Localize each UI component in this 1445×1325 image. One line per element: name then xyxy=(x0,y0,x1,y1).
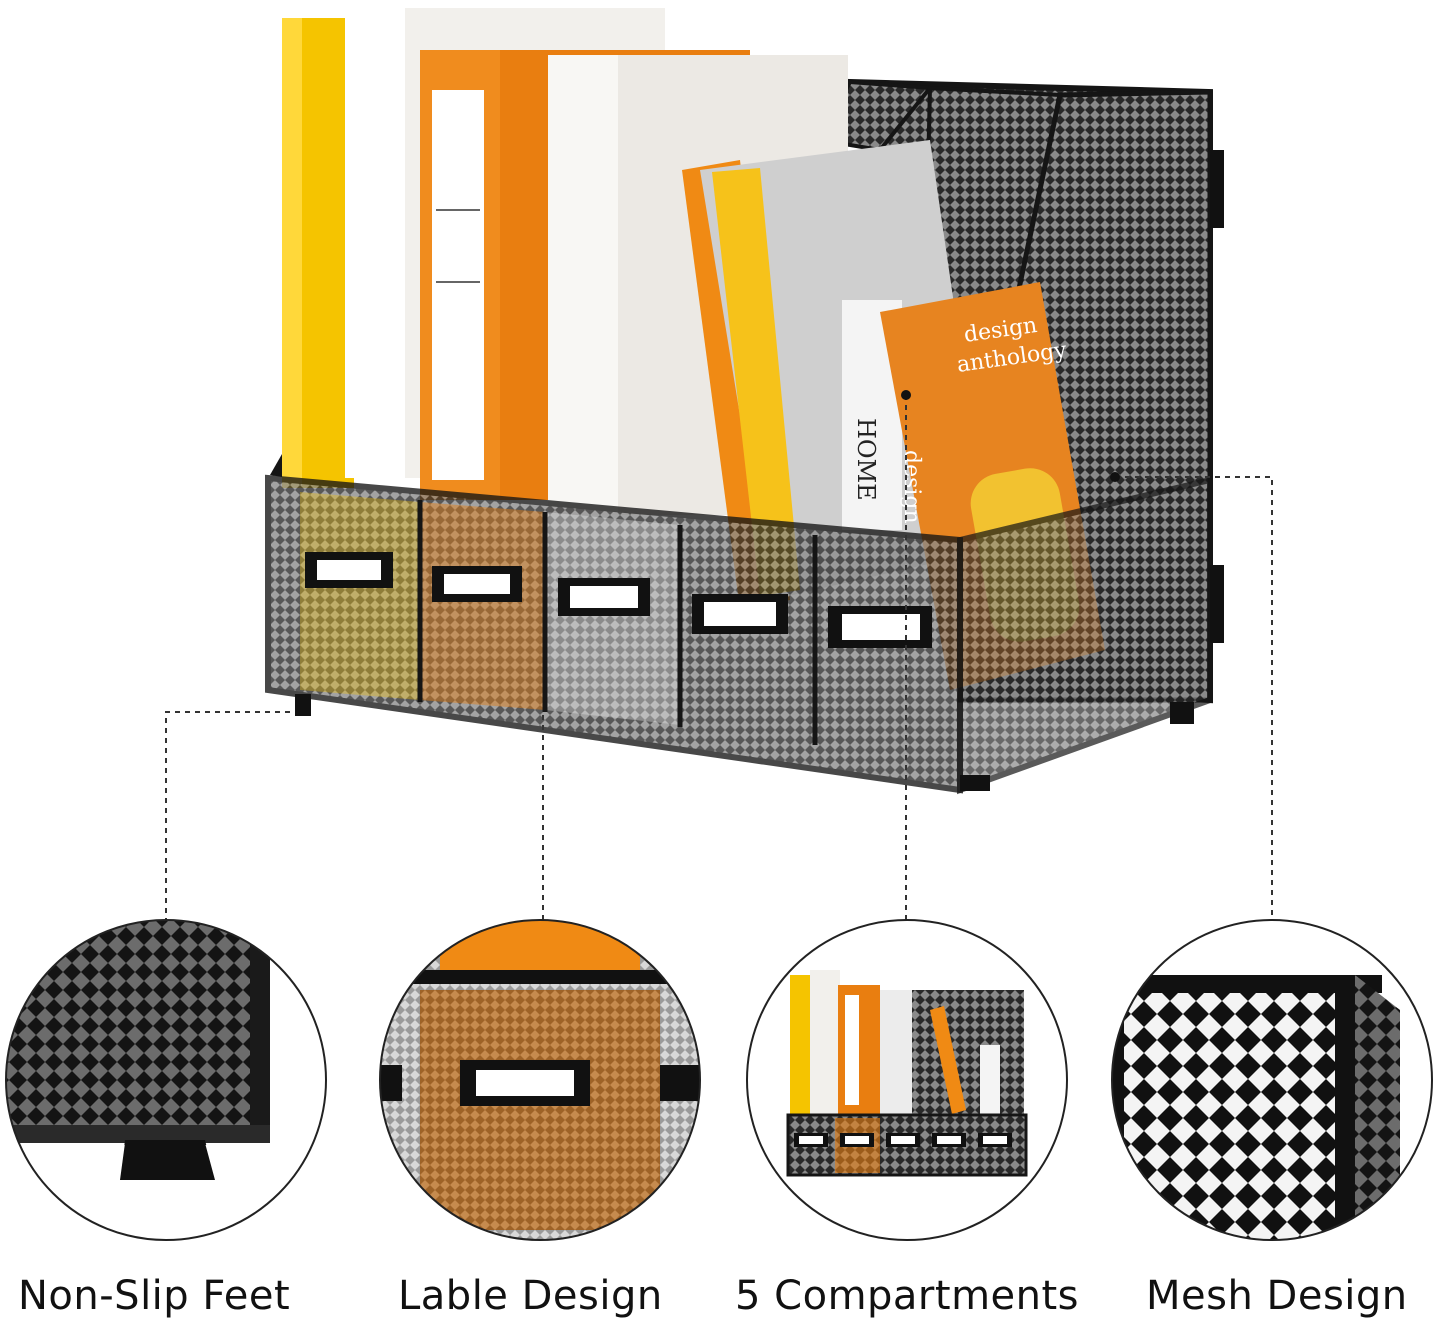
feature-circle-compartments xyxy=(746,919,1068,1241)
feature-label-5-compartments: 5 Compartments xyxy=(735,1273,1080,1319)
book-spine-home: HOME xyxy=(852,418,880,501)
feature-circle-label xyxy=(379,919,701,1241)
feature-label-mesh-design: Mesh Design xyxy=(1146,1273,1408,1319)
feature-label-non-slip-feet: Non-Slip Feet xyxy=(18,1273,291,1319)
book-spine-design: design xyxy=(899,450,924,524)
label-holders xyxy=(305,552,932,648)
feature-label-lable-design: Lable Design xyxy=(398,1273,663,1319)
file-organizer: HOME design anthology design xyxy=(265,8,1224,795)
feature-circle-mesh xyxy=(1111,919,1433,1241)
feature-circle-feet xyxy=(5,919,327,1241)
leader-lines xyxy=(165,395,1273,920)
